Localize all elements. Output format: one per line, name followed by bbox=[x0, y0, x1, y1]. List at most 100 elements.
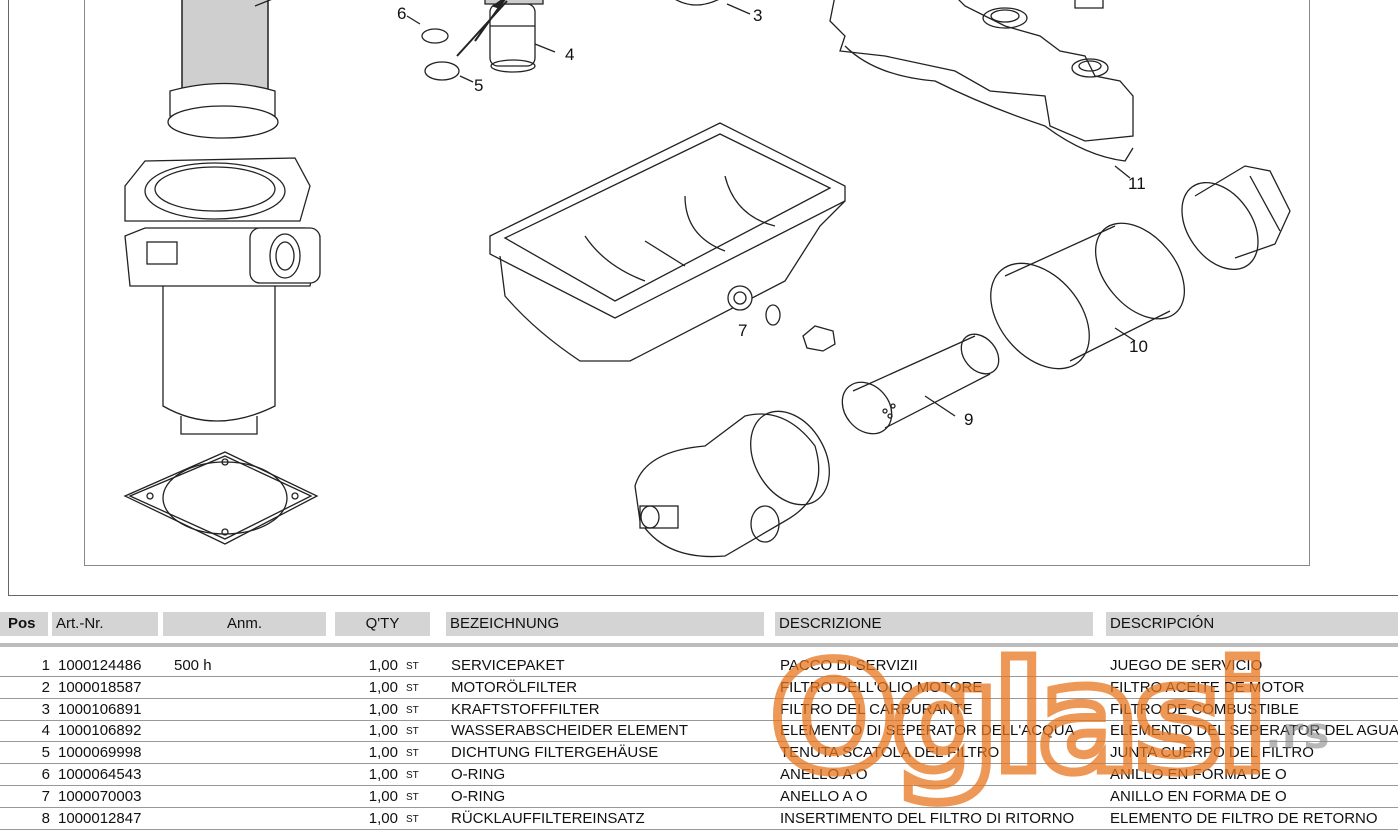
position-cell: 3 bbox=[41, 700, 50, 718]
valve-cover-drawing bbox=[829, 0, 1134, 179]
italian-description-cell: ANELLO A O bbox=[780, 766, 868, 783]
table-row: 4 1000106892 1,00 ST WASSERABSCHEIDER ELEMEN… bbox=[0, 720, 1398, 743]
callout-7: 7 bbox=[738, 321, 748, 340]
article-number-cell: 1000070003 bbox=[58, 787, 142, 805]
german-description-cell: O-RING bbox=[451, 787, 506, 805]
spanish-description-cell: ELEMENTO DEL SEPERATOR DEL AGUA bbox=[1110, 722, 1398, 740]
spanish-description-cell: FILTRO ACEITE DE MOTOR bbox=[1110, 678, 1305, 696]
spanish-description-cell: ELEMENTO DE FILTRO DE RETORNO bbox=[1110, 809, 1378, 827]
italian-description-cell: PACCO DI SERVIZII bbox=[780, 657, 918, 674]
italian-description-cell: FILTRO DEL CARBURANTE bbox=[780, 700, 973, 718]
german-description-cell: RÜCKLAUFFILTEREINSATZ bbox=[451, 809, 645, 827]
callout-3: 3 bbox=[753, 6, 763, 25]
article-number-cell: 1000124486 bbox=[58, 657, 142, 674]
position-cell: 4 bbox=[41, 722, 50, 740]
o-ring-7-drawing bbox=[765, 304, 781, 326]
exploded-view-diagram: 6 3 6 4 5 11 7 10 9 bbox=[84, 0, 1310, 566]
callout-4: 4 bbox=[565, 45, 575, 64]
german-description-cell: SERVICEPAKET bbox=[451, 657, 565, 674]
unit-cell: ST bbox=[406, 791, 419, 803]
spanish-description-cell: ANILLO EN FORMA DE O bbox=[1110, 766, 1287, 783]
col-header-german: BEZEICHNUNG bbox=[446, 612, 764, 636]
unit-cell: ST bbox=[406, 770, 419, 781]
air-filter-housing-drawing bbox=[634, 410, 830, 558]
quantity-cell: 1,00 bbox=[368, 809, 398, 827]
spanish-description-cell: JUNTA CUERPO DEL FILTRO bbox=[1110, 744, 1314, 762]
position-cell: 6 bbox=[41, 766, 50, 783]
table-row: 5 1000069998 1,00 ST DICHTUNG FILTERGEHÄUSE T… bbox=[0, 742, 1398, 765]
position-cell: 1 bbox=[41, 657, 50, 674]
position-cell: 8 bbox=[41, 809, 50, 827]
callout-9: 9 bbox=[964, 410, 974, 429]
unit-cell: ST bbox=[406, 726, 419, 738]
safety-filter-element-drawing bbox=[841, 333, 1000, 435]
position-cell: 2 bbox=[41, 678, 50, 696]
italian-description-cell: TENUTA SCATOLA DEL FILTRO bbox=[780, 744, 1000, 762]
quantity-cell: 1,00 bbox=[368, 722, 398, 740]
unit-cell: ST bbox=[406, 704, 419, 716]
table-row: 1 1000124486 500 h 1,00 ST SERVICEPAKET PACCO … bbox=[0, 655, 1398, 677]
article-number-cell: 1000106892 bbox=[58, 722, 142, 740]
table-row: 6 1000064543 1,00 ST O-RING ANELLO A O ANILLO … bbox=[0, 764, 1398, 786]
quantity-cell: 1,00 bbox=[368, 744, 398, 762]
unit-cell: ST bbox=[406, 661, 419, 672]
col-header-pos: Pos bbox=[0, 612, 48, 636]
parts-drawing bbox=[123, 0, 1291, 558]
article-number-cell: 1000012847 bbox=[58, 809, 142, 827]
quantity-cell: 1,00 bbox=[368, 787, 398, 805]
breather-cap-drawing bbox=[1181, 165, 1291, 271]
callout-10: 10 bbox=[1129, 337, 1148, 356]
article-number-cell: 1000064543 bbox=[58, 766, 142, 783]
article-number-cell: 1000069998 bbox=[58, 744, 142, 762]
col-header-note: Anm. bbox=[163, 612, 326, 636]
col-header-italian: DESCRIZIONE bbox=[775, 612, 1093, 636]
note-cell: 500 h bbox=[174, 657, 212, 674]
article-number-cell: 1000106891 bbox=[58, 700, 142, 718]
col-header-quantity: Q'TY bbox=[335, 612, 430, 636]
parts-table-header: Pos Art.-Nr. Anm. Q'TY BEZEICHNUNG DESCR… bbox=[0, 612, 1398, 636]
unit-cell: ST bbox=[406, 748, 419, 760]
fuel-filter-drawing bbox=[675, 0, 751, 15]
spanish-description-cell: ANILLO EN FORMA DE O bbox=[1110, 787, 1287, 805]
table-row: 3 1000106891 1,00 ST KRAFTSTOFFFILTER FILTRO … bbox=[0, 699, 1398, 721]
italian-description-cell: ANELLO A O bbox=[780, 787, 868, 805]
italian-description-cell: FILTRO DELL'OLIO MOTORE bbox=[780, 678, 983, 696]
article-number-cell: 1000018587 bbox=[58, 678, 142, 696]
spanish-description-cell: JUEGO DE SERVICIO bbox=[1110, 657, 1263, 674]
german-description-cell: O-RING bbox=[451, 766, 506, 783]
callout-11: 11 bbox=[1128, 174, 1146, 193]
diagram-frame: 6 3 6 4 5 11 7 10 9 bbox=[8, 0, 1398, 596]
table-row: 8 1000012847 1,00 ST RÜCKLAUFFILTEREINSATZ IN… bbox=[0, 808, 1398, 830]
german-description-cell: KRAFTSTOFFFILTER bbox=[451, 700, 600, 718]
drain-plug-drawing bbox=[802, 325, 836, 352]
position-cell: 5 bbox=[41, 744, 50, 762]
col-header-spanish: DESCRIPCIÓN bbox=[1106, 612, 1398, 636]
spanish-description-cell: FILTRO DE COMBUSTIBLE bbox=[1110, 700, 1299, 718]
callout-6: 6 bbox=[397, 4, 407, 23]
table-row: 2 1000018587 1,00 ST MOTORÖLFILTER FILTRO DEL… bbox=[0, 677, 1398, 699]
unit-cell: ST bbox=[406, 813, 419, 825]
o-ring-6-drawing bbox=[421, 28, 449, 44]
oil-pan-drawing bbox=[489, 122, 846, 362]
table-row: 7 1000070003 1,00 ST O-RING ANELLO A O ANILLO … bbox=[0, 786, 1398, 808]
return-filter-insert-drawing bbox=[167, 0, 279, 139]
position-cell: 7 bbox=[41, 787, 50, 805]
quantity-cell: 1,00 bbox=[368, 657, 398, 674]
german-description-cell: MOTORÖLFILTER bbox=[451, 678, 578, 696]
callout-8: 6 bbox=[297, 0, 306, 4]
filter-housing-drawing bbox=[124, 157, 321, 435]
quantity-cell: 1,00 bbox=[368, 678, 398, 696]
col-header-article-number: Art.-Nr. bbox=[52, 612, 158, 636]
italian-description-cell: ELEMENTO DI SEPERATOR DELL'ACQUA bbox=[780, 722, 1075, 740]
callout-5: 5 bbox=[474, 76, 484, 95]
german-description-cell: WASSERABSCHEIDER ELEMENT bbox=[451, 722, 688, 740]
quantity-cell: 1,00 bbox=[368, 700, 398, 718]
unit-cell: ST bbox=[406, 682, 419, 694]
header-divider bbox=[0, 643, 1398, 647]
air-filter-element-drawing bbox=[990, 222, 1186, 370]
quantity-cell: 1,00 bbox=[368, 766, 398, 783]
filter-gasket-drawing bbox=[123, 451, 319, 545]
german-description-cell: DICHTUNG FILTERGEHÄUSE bbox=[451, 744, 659, 762]
italian-description-cell: INSERTIMENTO DEL FILTRO DI RITORNO bbox=[780, 809, 1075, 827]
o-ring-5-drawing bbox=[424, 61, 460, 81]
